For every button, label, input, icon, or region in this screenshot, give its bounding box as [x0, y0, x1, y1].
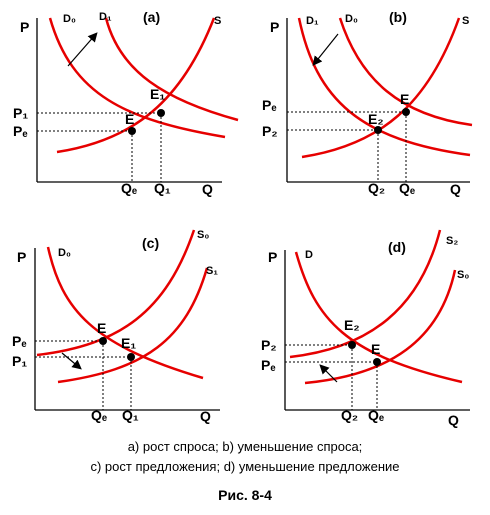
curve-label-s2: S₂	[446, 235, 458, 247]
demand-curve-d1	[297, 17, 471, 157]
qty-tick-qe: Qₑ	[368, 407, 384, 423]
equilibrium-point-e	[99, 337, 107, 345]
curve-label-d0: D₀	[345, 13, 358, 25]
price-tick-p1: P₁	[13, 105, 28, 121]
legend-line-2: c) рост предложения; d) уменьшение предл…	[90, 459, 400, 474]
curve-label-s1: S₁	[206, 265, 218, 277]
price-tick-p1: P₁	[12, 353, 27, 369]
point-label-e: E	[371, 341, 380, 357]
qty-tick-qe: Qₑ	[399, 180, 415, 196]
price-tick-pe: Pₑ	[261, 357, 276, 373]
shift-arrow	[61, 352, 82, 370]
panel-letter: (d)	[388, 239, 406, 255]
price-tick-pe: Pₑ	[13, 123, 28, 139]
equilibrium-point-e	[128, 127, 136, 135]
curve-label-d: D	[305, 249, 313, 261]
x-axis-label: Q	[202, 181, 213, 197]
demand-curve-d1	[104, 17, 239, 122]
curve-label-s0: S₀	[197, 229, 209, 241]
curve-label-s: S	[214, 15, 221, 27]
equilibrium-point-e1	[127, 353, 135, 361]
equilibrium-point-e2	[348, 341, 356, 349]
supply-curve-s2	[289, 229, 442, 359]
supply-curve-s	[301, 17, 461, 159]
curve-label-s: S	[462, 15, 469, 27]
qty-tick-q1: Q₁	[122, 407, 139, 423]
x-axis-label: Q	[450, 181, 461, 197]
x-axis-label: Q	[200, 408, 211, 424]
point-label-e2: E₂	[344, 317, 360, 333]
panel-letter: (a)	[143, 9, 160, 25]
curve-label-d0: D₀	[63, 13, 76, 25]
panel-letter: (b)	[389, 9, 407, 25]
qty-tick-q2: Q₂	[368, 180, 385, 196]
y-axis-label: P	[270, 19, 279, 35]
qty-tick-qe: Qₑ	[91, 407, 107, 423]
demand-curve-d0	[46, 246, 204, 380]
equilibrium-point-e	[402, 108, 410, 116]
legend-line-1: a) рост спроса; b) уменьшение спроса;	[127, 439, 363, 454]
qty-tick-q2: Q₂	[341, 407, 358, 423]
price-tick-p2: P₂	[262, 123, 278, 139]
price-tick-pe: Pₑ	[12, 333, 27, 349]
curve-label-d1: D₁	[306, 15, 319, 27]
price-tick-p2: P₂	[261, 337, 277, 353]
shift-arrow	[312, 33, 339, 66]
point-label-e2: E₂	[368, 111, 384, 127]
demand-curve-d0	[48, 17, 226, 139]
supply-curve-s0	[36, 229, 196, 357]
demand-curve-d	[294, 251, 463, 384]
qty-tick-q1: Q₁	[154, 180, 171, 196]
point-label-e: E	[97, 320, 106, 336]
y-axis-label: P	[17, 249, 26, 265]
panel-c: P Q (c) D₀ S₀ S₁ E E₁ Pₑ P₁ Qₑ Q₁	[12, 229, 220, 424]
y-axis-label: P	[20, 19, 29, 35]
price-tick-pe: Pₑ	[262, 97, 277, 113]
curve-label-s0: S₀	[457, 269, 469, 281]
equilibrium-point-e1	[157, 109, 165, 117]
curve-label-d1: D₁	[99, 11, 112, 23]
panel-d: P Q (d) D S₂ S₀ E₂ E P₂ Pₑ Q₂ Qₑ	[261, 229, 470, 428]
equilibrium-point-e	[373, 358, 381, 366]
panel-b: P Q (b) D₁ D₀ S E E₂ Pₑ P₂ Q₂ Qₑ	[262, 9, 473, 197]
y-axis-label: P	[268, 249, 277, 265]
supply-curve-s1	[57, 267, 209, 384]
supply-curve-s	[56, 17, 216, 154]
shift-arrow	[319, 364, 338, 383]
qty-tick-qe: Qₑ	[121, 180, 137, 196]
panel-a: P Q (a) D₀ D₁ S E E₁ P₁ Pₑ Qₑ Q₁	[13, 9, 239, 197]
curve-label-d0: D₀	[58, 247, 71, 259]
point-label-e: E	[125, 111, 134, 127]
figure-caption: Рис. 8-4	[218, 487, 272, 503]
supply-demand-figure: P Q (a) D₀ D₁ S E E₁ P₁ Pₑ Qₑ Q₁ P Q (b)…	[12, 9, 473, 428]
point-label-e1: E₁	[121, 335, 136, 351]
equilibrium-point-e2	[374, 126, 382, 134]
x-axis-label: Q	[448, 412, 459, 428]
demand-curve-d0	[338, 17, 473, 127]
point-label-e1: E₁	[150, 86, 165, 102]
panel-letter: (c)	[142, 235, 159, 251]
point-label-e: E	[400, 91, 409, 107]
shift-arrow	[67, 32, 98, 67]
